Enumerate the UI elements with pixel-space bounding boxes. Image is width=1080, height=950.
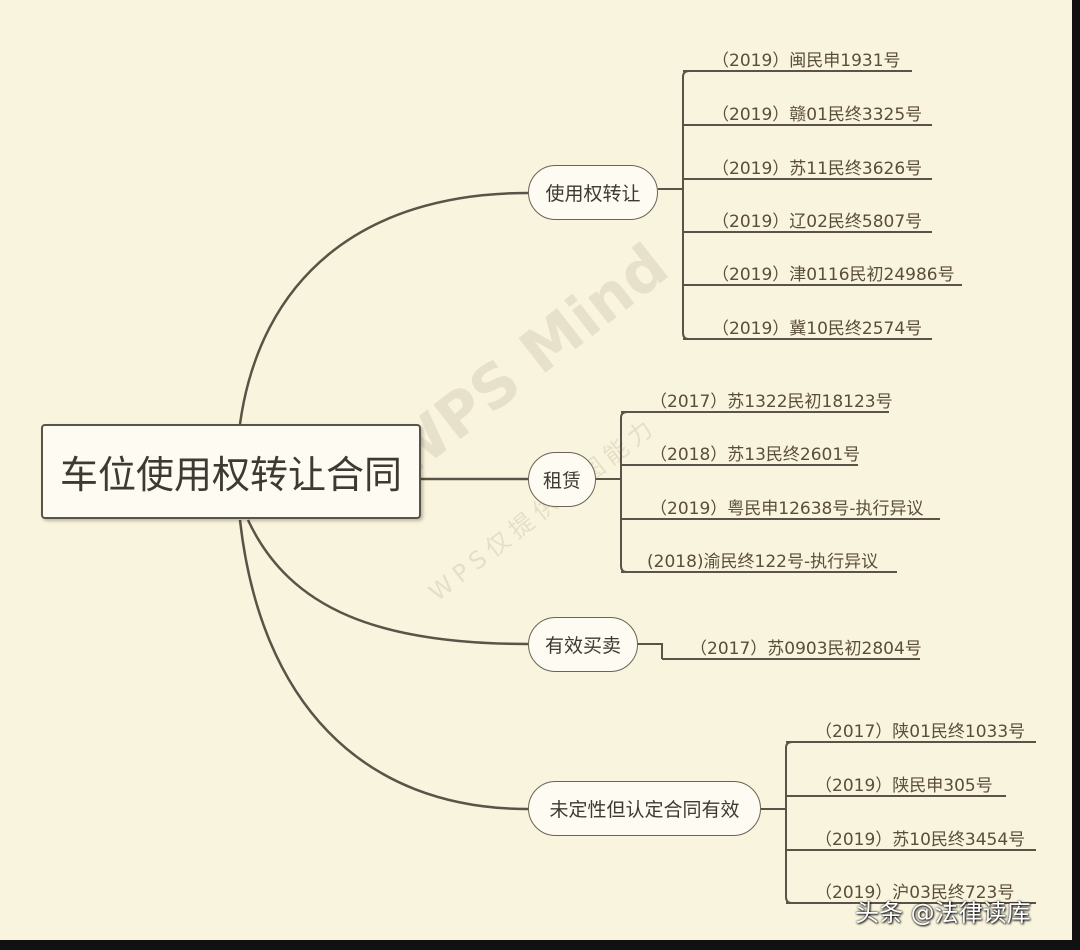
case-leaf[interactable]: (2018)渝民终122号-执行异议 xyxy=(647,552,879,572)
case-leaf[interactable]: （2019）陕民申305号 xyxy=(815,776,993,796)
case-leaf[interactable]: （2019）沪03民终723号 xyxy=(815,883,1015,903)
branch-node-sale[interactable]: 有效买卖 xyxy=(528,617,638,672)
case-leaf[interactable]: （2019）粤民申12638号-执行异议 xyxy=(650,499,924,519)
case-leaf[interactable]: （2017）苏0903民初2804号 xyxy=(690,639,922,659)
case-leaf[interactable]: （2017）陕01民终1033号 xyxy=(815,722,1026,742)
credit-watermark: 头条 @法律读库 xyxy=(855,899,1031,927)
case-leaf[interactable]: （2019）闽民申1931号 xyxy=(712,51,901,71)
branch-connector xyxy=(638,643,663,659)
root-node[interactable]: 车位使用权转让合同 xyxy=(41,424,421,519)
branch-node-lease[interactable]: 租赁 xyxy=(528,452,596,507)
bracket-line xyxy=(620,411,628,573)
case-leaf[interactable]: （2018）苏13民终2601号 xyxy=(650,445,861,465)
case-leaf[interactable]: （2019）苏10民终3454号 xyxy=(815,830,1026,850)
case-leaf[interactable]: （2019）津0116民初24986号 xyxy=(712,265,955,285)
bracket-line xyxy=(785,741,793,904)
branch-node-undetermined[interactable]: 未定性但认定合同有效 xyxy=(528,781,761,836)
curve-to-sale xyxy=(246,519,529,646)
curve-to-undetermined xyxy=(238,519,529,811)
case-leaf[interactable]: （2019）苏11民终3626号 xyxy=(712,159,923,179)
branch-node-transfer[interactable]: 使用权转让 xyxy=(528,165,658,220)
case-leaf[interactable]: （2019）赣01民终3325号 xyxy=(712,105,923,125)
case-leaf[interactable]: （2019）冀10民终2574号 xyxy=(712,319,923,339)
case-leaf[interactable]: （2019）辽02民终5807号 xyxy=(712,212,923,232)
case-leaf[interactable]: （2017）苏1322民初18123号 xyxy=(650,392,893,412)
curve-to-transfer xyxy=(238,191,529,425)
bracket-line xyxy=(682,70,690,340)
